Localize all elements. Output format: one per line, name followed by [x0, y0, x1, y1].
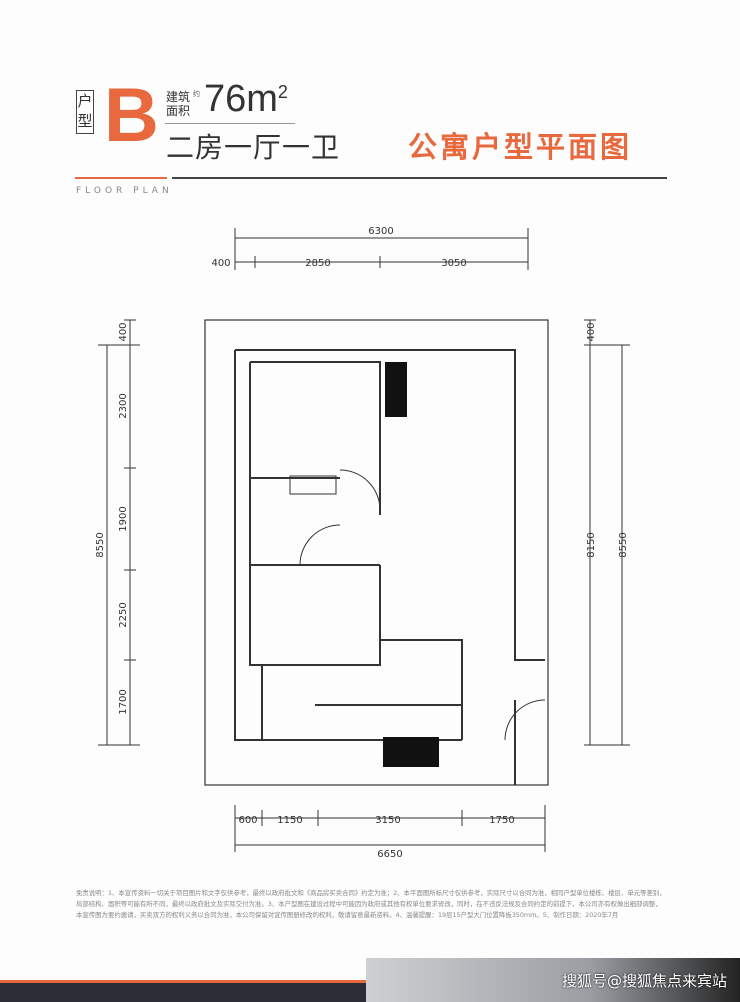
dim-left-total: 8550	[95, 532, 106, 557]
dim-left: 2250	[118, 602, 129, 627]
dim-bottom: 1750	[489, 815, 514, 826]
dim-right: 400	[586, 322, 597, 341]
dark-rule	[172, 177, 667, 179]
dim-left: 1700	[118, 689, 129, 714]
floor-plan: 6300 400 2850 3050 600 1150 3150 1750 66…	[95, 226, 630, 860]
dimension-labels: 6300 400 2850 3050 600 1150 3150 1750 66…	[95, 226, 629, 860]
footer-image	[366, 958, 740, 1002]
dim-top: 3050	[441, 258, 466, 269]
dim-bottom: 1150	[277, 815, 302, 826]
dim-left: 400	[118, 322, 129, 341]
watermark: 搜狐号@搜狐焦点来宾站	[562, 972, 728, 990]
disclaimer: 免责说明：1、本宣传资料一切关于项目图片和文字仅供参考，最终以政府批文和《商品房…	[76, 889, 666, 919]
dim-left: 1900	[118, 506, 129, 531]
dim-bottom-total: 6650	[377, 849, 402, 860]
footer-accent	[0, 980, 370, 983]
floor-plan-subtitle: FLOOR PLAN	[76, 186, 173, 196]
unit-type-letter: B	[104, 73, 159, 158]
unit-type-label: 户型	[76, 90, 94, 134]
dimension-lines	[98, 228, 630, 852]
dim-right-total: 8550	[618, 532, 629, 557]
dim-right: 8150	[586, 532, 597, 557]
accent-rule	[75, 177, 167, 179]
page-title: 公寓户型平面图	[408, 130, 633, 164]
area-label: 建筑面积	[166, 90, 191, 118]
area-note: 约	[193, 90, 200, 98]
dim-bottom: 600	[238, 815, 257, 826]
footer-bar	[0, 983, 370, 1002]
dim-bottom: 3150	[375, 815, 400, 826]
dim-left: 2300	[118, 393, 129, 418]
dim-top: 400	[211, 258, 230, 269]
dim-top-total: 6300	[368, 226, 393, 237]
area-value: 76m2	[204, 78, 288, 120]
divider	[165, 123, 295, 124]
layout-text: 二房一厅一卫	[166, 131, 341, 164]
dim-top: 2850	[305, 258, 330, 269]
plan-walls	[204, 319, 549, 786]
